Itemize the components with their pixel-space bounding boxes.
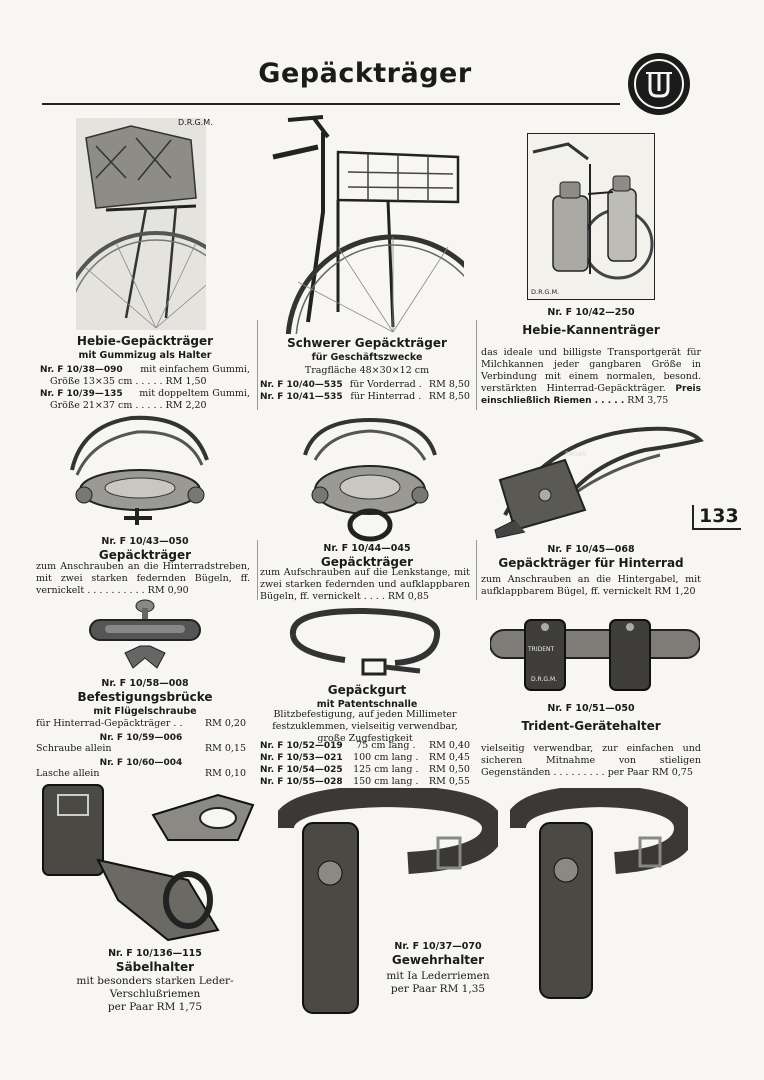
price-row: für Hinterrad-Gepäckträger . .RM 0,20 bbox=[36, 718, 246, 729]
saber-holder-illustration bbox=[42, 784, 255, 942]
kannen-carrier-description: das ideale und billigste Transportgerät … bbox=[481, 347, 701, 406]
product-name: Trident-Gerätehalter bbox=[521, 719, 661, 733]
brand-logo-emblem bbox=[634, 59, 684, 109]
luggage-strap-illustration bbox=[289, 607, 441, 676]
drgm-stamp: D.R.G.M. bbox=[531, 676, 558, 683]
product-name: Befestigungsbrücke bbox=[77, 690, 213, 704]
saber-holder-caption: Nr. F 10/136—115 Säbelhalter mit besonde… bbox=[40, 947, 270, 1014]
product-number: Nr. F 10/60—004 bbox=[99, 758, 183, 768]
hebie-carrier-illustration bbox=[76, 118, 206, 330]
product-description: mit Ia Lederriemen bbox=[386, 970, 490, 982]
kannen-carrier-frame: D.R.G.M. bbox=[527, 133, 655, 300]
product-name: Gepäckgurt bbox=[327, 683, 407, 697]
rifle-holder-caption: Nr. F 10/37—070 Gewehrhalter mit Ia Lede… bbox=[368, 940, 508, 996]
mounting-bridge-prices: für Hinterrad-Gepäckträger . .RM 0,20 Nr… bbox=[36, 718, 246, 780]
product-subtitle: mit Gummizug als Halter bbox=[78, 350, 212, 361]
column-divider bbox=[257, 540, 258, 600]
logo-monogram-icon bbox=[646, 72, 672, 98]
mounting-bridge-caption: Nr. F 10/58—008 Befestigungsbrücke mit F… bbox=[40, 677, 250, 718]
product-price: per Paar RM 1,75 bbox=[107, 1001, 203, 1013]
drgm-stamp: D.R.G.M. bbox=[178, 118, 213, 127]
product-name: Hebie-Kannenträger bbox=[522, 323, 660, 337]
product-name: Gepäckträger für Hinterrad bbox=[498, 556, 684, 570]
rearfork-carrier-description: zum Anschrauben an die Hintergabel, mit … bbox=[481, 574, 701, 597]
product-number: Nr. F 10/45—068 bbox=[547, 544, 635, 555]
product-name: Gewehrhalter bbox=[391, 953, 485, 967]
product-number: Nr. F 10/37—070 bbox=[394, 941, 482, 952]
product-number: Nr. F 10/44—045 bbox=[323, 543, 411, 554]
rifle-holder-right-illustration bbox=[510, 788, 688, 999]
trident-holder-description: vielseitig verwendbar, zur einfachen und… bbox=[481, 743, 701, 778]
mounting-bridge-illustration bbox=[89, 599, 201, 669]
product-name: Schwerer Gepäckträger bbox=[287, 336, 447, 350]
heavy-carrier-illustration bbox=[272, 115, 464, 334]
luggage-strap-description: Blitzbefestigung, auf jeden Millimeter f… bbox=[272, 709, 458, 744]
trident-holder-illustration bbox=[490, 619, 700, 691]
rifle-holder-left-illustration bbox=[278, 788, 498, 1014]
strut-carrier-illustration bbox=[70, 415, 209, 525]
product-name: Gepäckträger bbox=[320, 555, 414, 569]
price-row: Größe 21×37 cm . . . . . RM 2,20 bbox=[50, 400, 207, 411]
product-number: Nr. F 10/43—050 bbox=[101, 536, 189, 547]
trident-holder-caption: Nr. F 10/51—050 Trident-Gerätehalter bbox=[480, 702, 702, 734]
pagas-brand-label: PAGAS bbox=[565, 450, 587, 458]
drgm-stamp: D.R.G.M. bbox=[531, 288, 560, 296]
product-description: mit besonders starken Leder-Verschlußrie… bbox=[76, 975, 234, 1000]
carrier-area: Tragfläche 48×30×12 cm bbox=[304, 365, 430, 376]
kannen-carrier-illustration bbox=[532, 142, 654, 280]
price-row: Größe 13×35 cm . . . . . RM 1,50 bbox=[50, 376, 207, 387]
product-name: Gepäckträger bbox=[98, 548, 192, 562]
product-name: Säbelhalter bbox=[115, 960, 195, 974]
trident-brand-label: TRIDENT bbox=[528, 646, 555, 653]
product-subtitle: mit Flügelschraube bbox=[93, 706, 197, 717]
rearfork-carrier-illustration bbox=[494, 426, 704, 539]
page-number: 133 bbox=[692, 505, 741, 530]
product-number: Nr. F 10/59—006 bbox=[99, 733, 183, 743]
handlebar-carrier-illustration bbox=[303, 417, 437, 542]
product-subtitle: für Geschäftszwecke bbox=[311, 352, 423, 363]
product-price: per Paar RM 1,35 bbox=[390, 983, 486, 995]
page-title: Gepäckträger bbox=[258, 58, 472, 89]
strut-carrier-description: zum Anschrauben an die Hinterradstreben,… bbox=[36, 561, 250, 596]
luggage-strap-caption: Gepäckgurt mit Patentschnalle bbox=[262, 683, 472, 711]
product-subtitle: mit Patentschnalle bbox=[316, 699, 418, 710]
heavy-carrier-caption: Schwerer Gepäckträger für Geschäftszweck… bbox=[262, 336, 472, 377]
hebie-carrier-caption: Hebie-Gepäckträger mit Gummizug als Halt… bbox=[40, 334, 250, 362]
strut-carrier-caption: Nr. F 10/43—050 Gepäckträger bbox=[40, 535, 250, 563]
product-name: Hebie-Gepäckträger bbox=[76, 334, 214, 348]
header-rule bbox=[42, 103, 620, 105]
product-number: Nr. F 10/136—115 bbox=[108, 948, 202, 959]
handlebar-carrier-caption: Nr. F 10/44—045 Gepäckträger bbox=[262, 542, 472, 570]
column-divider bbox=[476, 540, 477, 600]
product-number: Nr. F 10/42—250 bbox=[547, 307, 635, 318]
product-number: Nr. F 10/58—008 bbox=[101, 678, 189, 689]
brand-logo bbox=[628, 53, 690, 115]
column-divider bbox=[257, 320, 258, 410]
handlebar-carrier-description: zum Aufschrauben auf die Lenkstange, mit… bbox=[260, 567, 470, 602]
column-divider bbox=[476, 320, 477, 410]
rearfork-carrier-caption: Nr. F 10/45—068 Gepäckträger für Hinterr… bbox=[480, 543, 702, 571]
kannen-carrier-caption: Nr. F 10/42—250 Hebie-Kannenträger bbox=[480, 306, 702, 338]
product-number: Nr. F 10/51—050 bbox=[547, 703, 635, 714]
